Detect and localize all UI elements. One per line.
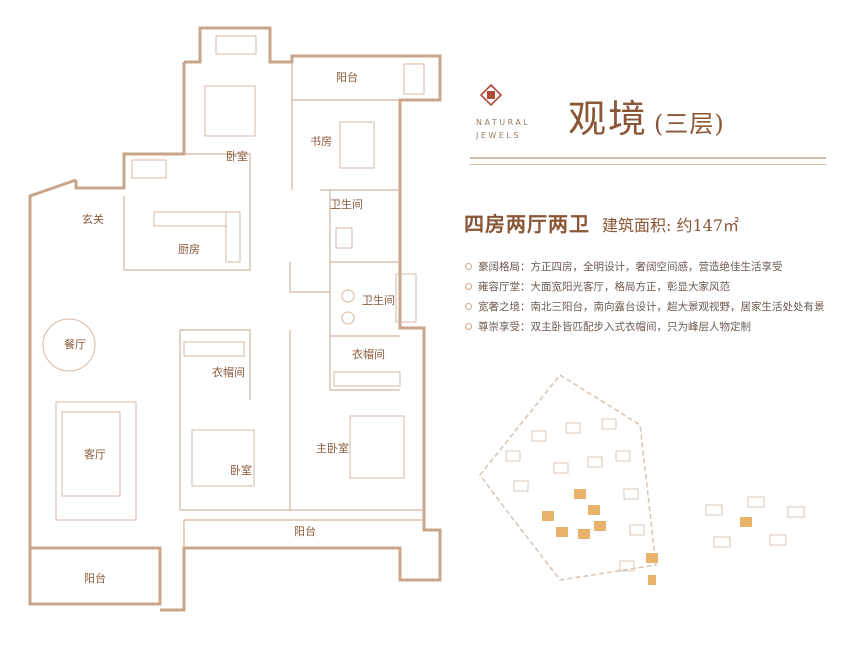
room-label-bathroom-1: 卫生间 bbox=[330, 197, 363, 211]
feature-list: 豪阔格局：方正四房，全明设计，奢阔空间感，营造绝佳生活享受 雍容厅堂：大面宽阳光… bbox=[465, 256, 845, 336]
feature-item: 宽奢之境：南北三阳台，南向露台设计，超大景观视野，居家生活处处有景 bbox=[465, 296, 845, 316]
brand-header: NATURAL JEWELS 观境(三层) bbox=[470, 78, 846, 170]
room-label-entrance: 玄关 bbox=[82, 212, 104, 226]
room-label-master-bedroom: 主卧室 bbox=[316, 441, 349, 455]
spec-line: 四房两厅两卫建筑面积: 约147㎡ bbox=[464, 208, 739, 237]
bullet-icon bbox=[465, 282, 472, 290]
logo-text-line1: NATURAL bbox=[476, 118, 531, 127]
logo-text: NATURAL JEWELS bbox=[476, 116, 530, 142]
logo-icon bbox=[480, 84, 502, 106]
feature-item: 尊崇享受：双主卧皆匹配步入式衣帽间，只为峰层人物定制 bbox=[465, 316, 845, 336]
room-label-balcony-left: 阳台 bbox=[84, 571, 106, 585]
room-label-living: 客厅 bbox=[84, 447, 106, 461]
room-label-closet-2: 衣帽间 bbox=[352, 347, 385, 361]
room-label-dining: 餐厅 bbox=[64, 337, 86, 351]
bullet-icon bbox=[465, 322, 472, 330]
title-main: 观境 bbox=[568, 97, 649, 141]
bullet-icon bbox=[465, 262, 472, 270]
title-divider bbox=[470, 157, 826, 165]
title-subtitle: (三层) bbox=[654, 110, 725, 138]
feature-text: 尊崇享受：双主卧皆匹配步入式衣帽间，只为峰层人物定制 bbox=[478, 320, 751, 333]
layout-type: 四房两厅两卫 bbox=[464, 212, 590, 236]
room-label-bathroom-2: 卫生间 bbox=[362, 293, 395, 307]
interior-walls bbox=[123, 62, 424, 548]
room-label-closet-1: 衣帽间 bbox=[212, 365, 245, 379]
room-label-kitchen: 厨房 bbox=[178, 243, 200, 256]
page-title: 观境(三层) bbox=[568, 88, 725, 143]
furniture bbox=[42, 35, 425, 521]
feature-item: 豪阔格局：方正四房，全明设计，奢阔空间感，营造绝佳生活享受 bbox=[465, 256, 845, 276]
highlighted-buildings bbox=[542, 489, 752, 585]
floor-area: 建筑面积: 约147㎡ bbox=[602, 216, 740, 235]
feature-text: 宽奢之境：南北三阳台，南向露台设计，超大景观视野，居家生活处处有景 bbox=[478, 300, 825, 313]
room-label-balcony-top: 阳台 bbox=[336, 70, 358, 84]
room-label-bedroom-top: 卧室 bbox=[226, 149, 248, 163]
bullet-icon bbox=[465, 302, 472, 310]
logo-text-line2: JEWELS bbox=[476, 131, 521, 140]
room-label-balcony-bottom: 阳台 bbox=[294, 524, 316, 538]
exterior-walls bbox=[28, 26, 442, 612]
room-label-study: 书房 bbox=[310, 135, 332, 148]
feature-item: 雍容厅堂：大面宽阳光客厅，格局方正，彰显大家风范 bbox=[465, 276, 845, 296]
feature-text: 雍容厅堂：大面宽阳光客厅，格局方正，彰显大家风范 bbox=[478, 280, 730, 293]
room-label-bedroom-bottom: 卧室 bbox=[230, 463, 252, 477]
site-plan-map bbox=[479, 374, 805, 585]
feature-text: 豪阔格局：方正四房，全明设计，奢阔空间感，营造绝佳生活享受 bbox=[478, 260, 783, 273]
